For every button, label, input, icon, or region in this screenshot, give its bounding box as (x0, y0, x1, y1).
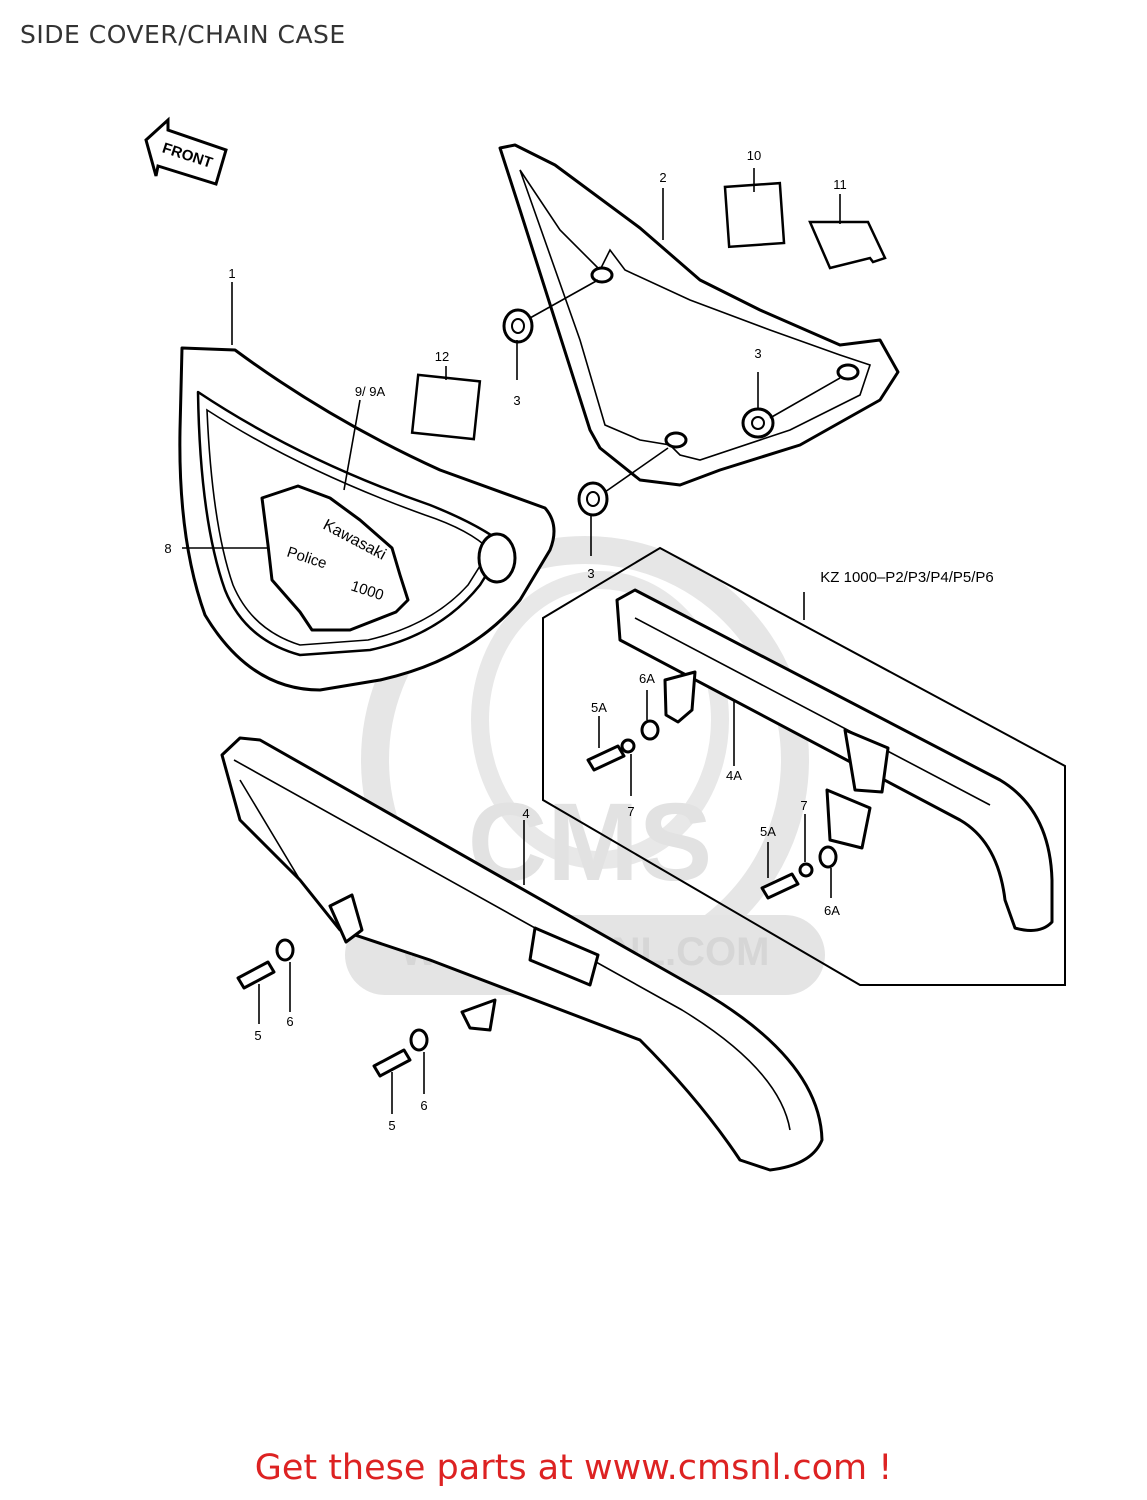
callout-7a: 7 (627, 804, 634, 819)
callout-5b: 5 (388, 1118, 395, 1133)
chain-case (220, 736, 824, 1172)
callout-6b: 6 (420, 1098, 427, 1113)
cta-link[interactable]: Get these parts at www.cmsnl.com ! (254, 1448, 893, 1488)
callout-3a: 3 (513, 393, 520, 408)
decal-11 (808, 220, 887, 270)
callout-5a: 5 (254, 1028, 261, 1043)
callout-9: 9/ 9A (355, 384, 386, 399)
callout-6Ab: 6A (824, 903, 840, 918)
callout-2: 2 (659, 170, 666, 185)
callout-4a: 4A (726, 768, 742, 783)
callout-1: 1 (228, 266, 235, 281)
callout-7b: 7 (800, 798, 807, 813)
variant-box (542, 546, 1066, 986)
callout-3b: 3 (754, 346, 761, 361)
grommet-3b (741, 407, 775, 439)
assembly-lines (529, 279, 841, 493)
right-side-cover (498, 143, 900, 487)
front-arrow-icon: FRONT (144, 116, 228, 186)
decal-10 (723, 181, 786, 249)
callout-12: 12 (435, 349, 449, 364)
callouts: 1 2 3 3 3 4 4A 5 5 5A 5A 6 6 6A 6A 7 7 8… (164, 148, 993, 1133)
leader-lines (182, 168, 841, 1114)
variant-label: KZ 1000–P2/P3/P4/P5/P6 (820, 569, 993, 586)
parts-diagram: WWW.CMSNL.COM CMS FRONT Kawasaki Police … (144, 116, 1066, 1172)
page-title: SIDE COVER/CHAIN CASE (20, 20, 346, 49)
callout-6Aa: 6A (639, 671, 655, 686)
left-side-cover (178, 346, 556, 692)
callout-11: 11 (833, 177, 847, 192)
decal-12 (410, 373, 482, 441)
callout-10: 10 (747, 148, 761, 163)
grommet-3c (577, 481, 609, 517)
grommet-3a (502, 308, 534, 344)
callout-5Ab: 5A (760, 824, 776, 839)
callout-6a: 6 (286, 1014, 293, 1029)
callout-8: 8 (164, 541, 171, 556)
callout-4: 4 (522, 806, 529, 821)
callout-3c: 3 (587, 566, 594, 581)
callout-5Aa: 5A (591, 700, 607, 715)
